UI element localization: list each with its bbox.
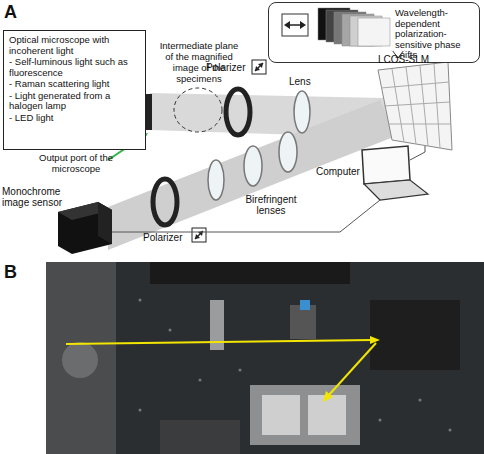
lens — [208, 160, 224, 200]
polarizer-icon — [195, 234, 200, 239]
box-heading: Wavelength-dependent polarization-sensit… — [395, 8, 475, 61]
output-port — [146, 94, 152, 130]
box-item: - Light generated from a halogen lamp — [9, 91, 140, 112]
component-label: Monochrome image sensor — [2, 186, 66, 208]
polarizer-ring — [153, 179, 177, 225]
box-item: - LED light — [9, 113, 140, 124]
cable — [410, 146, 425, 160]
polarizer-icon — [258, 63, 263, 68]
component-label: LCOS-SLM — [378, 54, 438, 65]
box-item: - Raman scattering light — [9, 79, 140, 90]
polarizer-icon — [192, 228, 206, 242]
component-label: Computer — [316, 166, 364, 177]
component-label: Polarizer — [143, 232, 189, 243]
polarizer-icon — [255, 63, 263, 71]
component-label: Polarizer — [206, 62, 252, 73]
polarizer-ring — [226, 89, 250, 135]
beam-path — [328, 343, 376, 396]
callout-pointer — [392, 49, 404, 51]
box-heading: Optical microscope with incoherent light — [9, 35, 140, 56]
polarizer-icon — [255, 66, 260, 71]
image-sensor — [58, 202, 112, 254]
birefringent-lens — [279, 132, 297, 172]
polarization-icon — [282, 14, 308, 36]
component-label: Birefringent lenses — [240, 194, 302, 216]
panel-letter: B — [4, 262, 24, 282]
panel-letter: A — [4, 2, 24, 22]
component-label: Lens — [289, 76, 319, 87]
polarizer-icon — [252, 60, 266, 74]
box-item: - Self-luminous light such as fluorescen… — [9, 57, 140, 78]
beam-path — [323, 391, 333, 402]
lens — [294, 91, 310, 133]
source-box: Optical microscope with incoherent light… — [3, 30, 146, 150]
laptop — [362, 146, 428, 200]
setup-photo — [46, 262, 484, 454]
birefringent-lens — [244, 146, 262, 186]
intermediate-plane — [174, 88, 222, 132]
phase-pattern-stack — [318, 8, 390, 46]
beam-path — [66, 340, 372, 344]
port-label: Output port of the microscope — [36, 152, 116, 174]
lcos-slm — [378, 62, 452, 150]
callout-box: Wavelength-dependent polarization-sensit… — [268, 2, 480, 63]
